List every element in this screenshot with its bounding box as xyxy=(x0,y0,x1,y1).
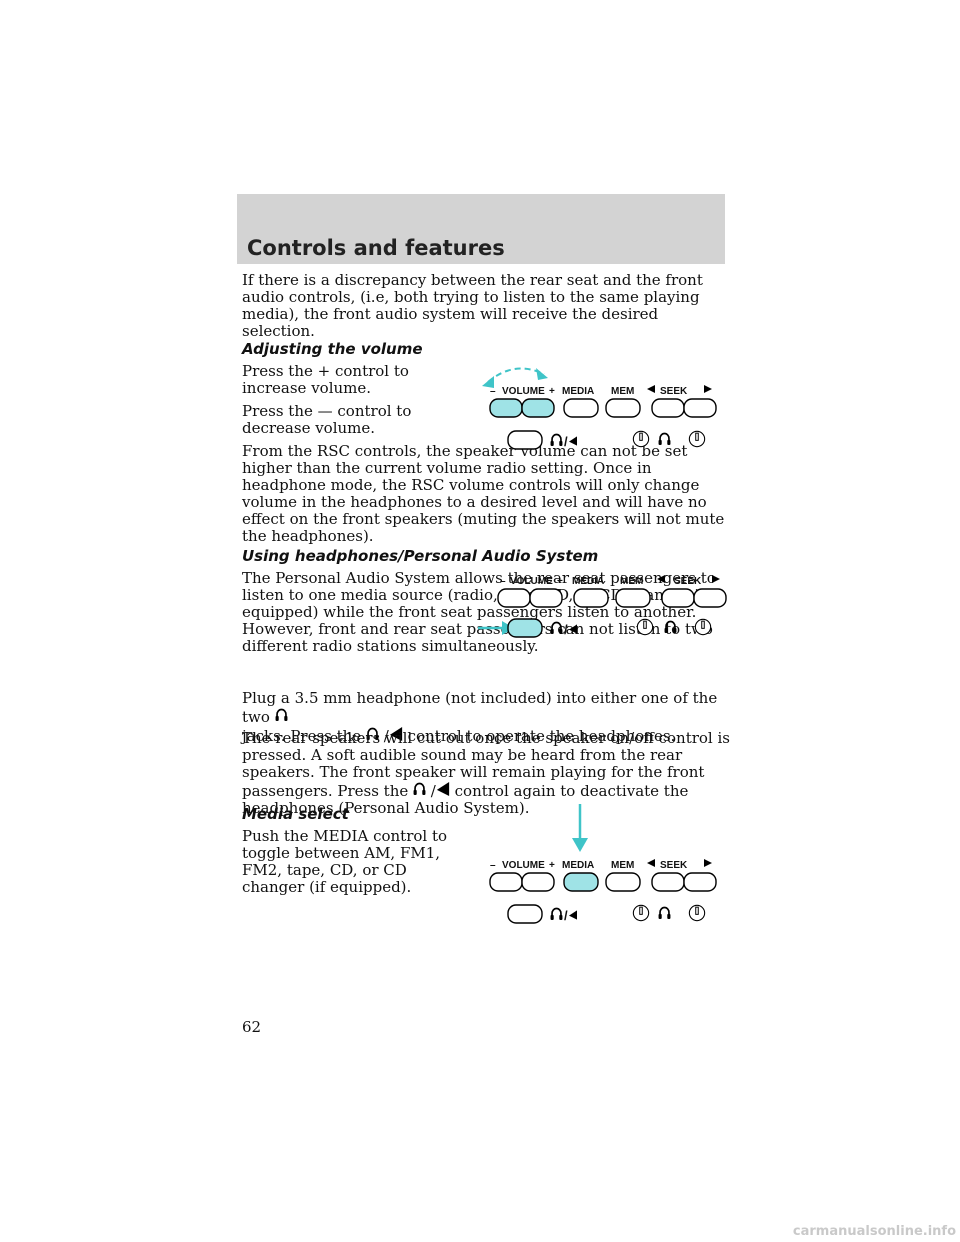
svg-text:SEEK: SEEK xyxy=(660,860,688,871)
volume-decrease-paragraph: Press the — control to decrease volume. xyxy=(242,402,412,437)
headphone-speaker-button[interactable] xyxy=(507,904,543,924)
seek-forward-button[interactable] xyxy=(683,872,717,892)
headphone-speaker-button[interactable] xyxy=(507,430,543,450)
seek-forward-button[interactable] xyxy=(683,398,717,418)
headphone-jack-right xyxy=(688,904,706,922)
rsc-panel: – VOLUME + MEDIA MEM SEEK / xyxy=(497,575,727,638)
svg-text:MEM: MEM xyxy=(611,386,634,397)
svg-text:MEM: MEM xyxy=(611,860,634,871)
svg-text:+: + xyxy=(557,576,563,587)
section-header: Controls and features xyxy=(237,194,725,264)
headphone-jack-right xyxy=(694,618,712,636)
svg-text:–: – xyxy=(500,576,506,587)
svg-text:–: – xyxy=(490,860,496,871)
headphone-icon xyxy=(550,907,563,921)
speaker-icon xyxy=(436,782,449,796)
heading-adjusting-volume: Adjusting the volume xyxy=(242,340,423,358)
svg-text:VOLUME: VOLUME xyxy=(502,860,545,871)
seek-back-button[interactable] xyxy=(661,588,695,608)
volume-increase-paragraph: Press the + control to increase volume. xyxy=(242,362,409,397)
rsc-volume-paragraph: From the RSC controls, the speaker volum… xyxy=(242,442,725,545)
svg-text:+: + xyxy=(549,386,555,397)
plug-paragraph: Plug a 3.5 mm headphone (not included) i… xyxy=(242,689,718,745)
svg-text:SEEK: SEEK xyxy=(674,576,702,587)
headphone-jack-right xyxy=(688,430,706,448)
seek-forward-button[interactable] xyxy=(693,588,727,608)
heading-headphones: Using headphones/Personal Audio System xyxy=(242,547,599,565)
svg-text:–: – xyxy=(490,386,496,397)
headphones-diagram: – VOLUME + MEDIA MEM SEEK / xyxy=(478,575,727,638)
rsc-panel: – VOLUME + MEDIA MEM SEEK / xyxy=(489,859,717,924)
svg-text:/: / xyxy=(564,622,568,637)
media-button[interactable] xyxy=(563,398,599,418)
svg-text:VOLUME: VOLUME xyxy=(502,386,545,397)
headphone-icon xyxy=(550,433,563,447)
page-number: 62 xyxy=(242,1018,262,1036)
volume-minus-button[interactable] xyxy=(489,398,523,418)
svg-text:/: / xyxy=(564,434,568,449)
headphone-icon xyxy=(658,432,671,446)
rsc-panel: – VOLUME + MEDIA MEM SEEK / xyxy=(489,385,717,450)
headphone-jack-left xyxy=(632,904,650,922)
seek-back-button[interactable] xyxy=(651,398,685,418)
svg-text:VOLUME: VOLUME xyxy=(510,576,553,587)
svg-text:MEDIA: MEDIA xyxy=(562,860,594,871)
media-button[interactable] xyxy=(573,588,609,608)
speaker-icon xyxy=(569,624,577,634)
seek-back-button[interactable] xyxy=(651,872,685,892)
speaker-icon xyxy=(569,436,577,446)
headphone-jack-left xyxy=(636,618,654,636)
watermark: carmanualsonline.info xyxy=(792,1224,956,1239)
mem-button[interactable] xyxy=(605,872,641,892)
volume-minus-button[interactable] xyxy=(489,872,523,892)
mem-button[interactable] xyxy=(615,588,651,608)
headphone-jack-left xyxy=(632,430,650,448)
volume-plus-button[interactable] xyxy=(521,398,555,418)
section-title: Controls and features xyxy=(247,236,505,260)
volume-plus-button[interactable] xyxy=(529,588,563,608)
svg-text:SEEK: SEEK xyxy=(660,386,688,397)
svg-text:/: / xyxy=(564,908,568,923)
headphone-icon xyxy=(413,782,427,796)
volume-minus-button[interactable] xyxy=(497,588,531,608)
mem-button[interactable] xyxy=(605,398,641,418)
discrepancy-paragraph: If there is a discrepancy between the re… xyxy=(242,271,703,340)
headphone-icon xyxy=(550,621,563,635)
speaker-icon xyxy=(569,910,577,920)
media-button[interactable] xyxy=(563,872,599,892)
headphone-icon xyxy=(274,708,288,722)
svg-text:MEDIA: MEDIA xyxy=(562,386,594,397)
headphone-speaker-button[interactable] xyxy=(507,618,543,638)
svg-text:+: + xyxy=(549,860,555,871)
media-paragraph: Push the MEDIA control to toggle between… xyxy=(242,827,448,896)
volume-plus-button[interactable] xyxy=(521,872,555,892)
speaker-cut-paragraph: The rear speakers will cut out once the … xyxy=(242,729,730,817)
svg-text:MEDIA: MEDIA xyxy=(572,576,604,587)
media-diagram: – VOLUME + MEDIA MEM SEEK / xyxy=(489,804,717,924)
headphone-icon xyxy=(664,620,677,634)
volume-diagram: – VOLUME + MEDIA MEM SEEK / xyxy=(482,367,717,450)
heading-media-select: Media select xyxy=(242,805,349,823)
headphone-icon xyxy=(658,906,671,920)
svg-text:MEM: MEM xyxy=(620,576,643,587)
